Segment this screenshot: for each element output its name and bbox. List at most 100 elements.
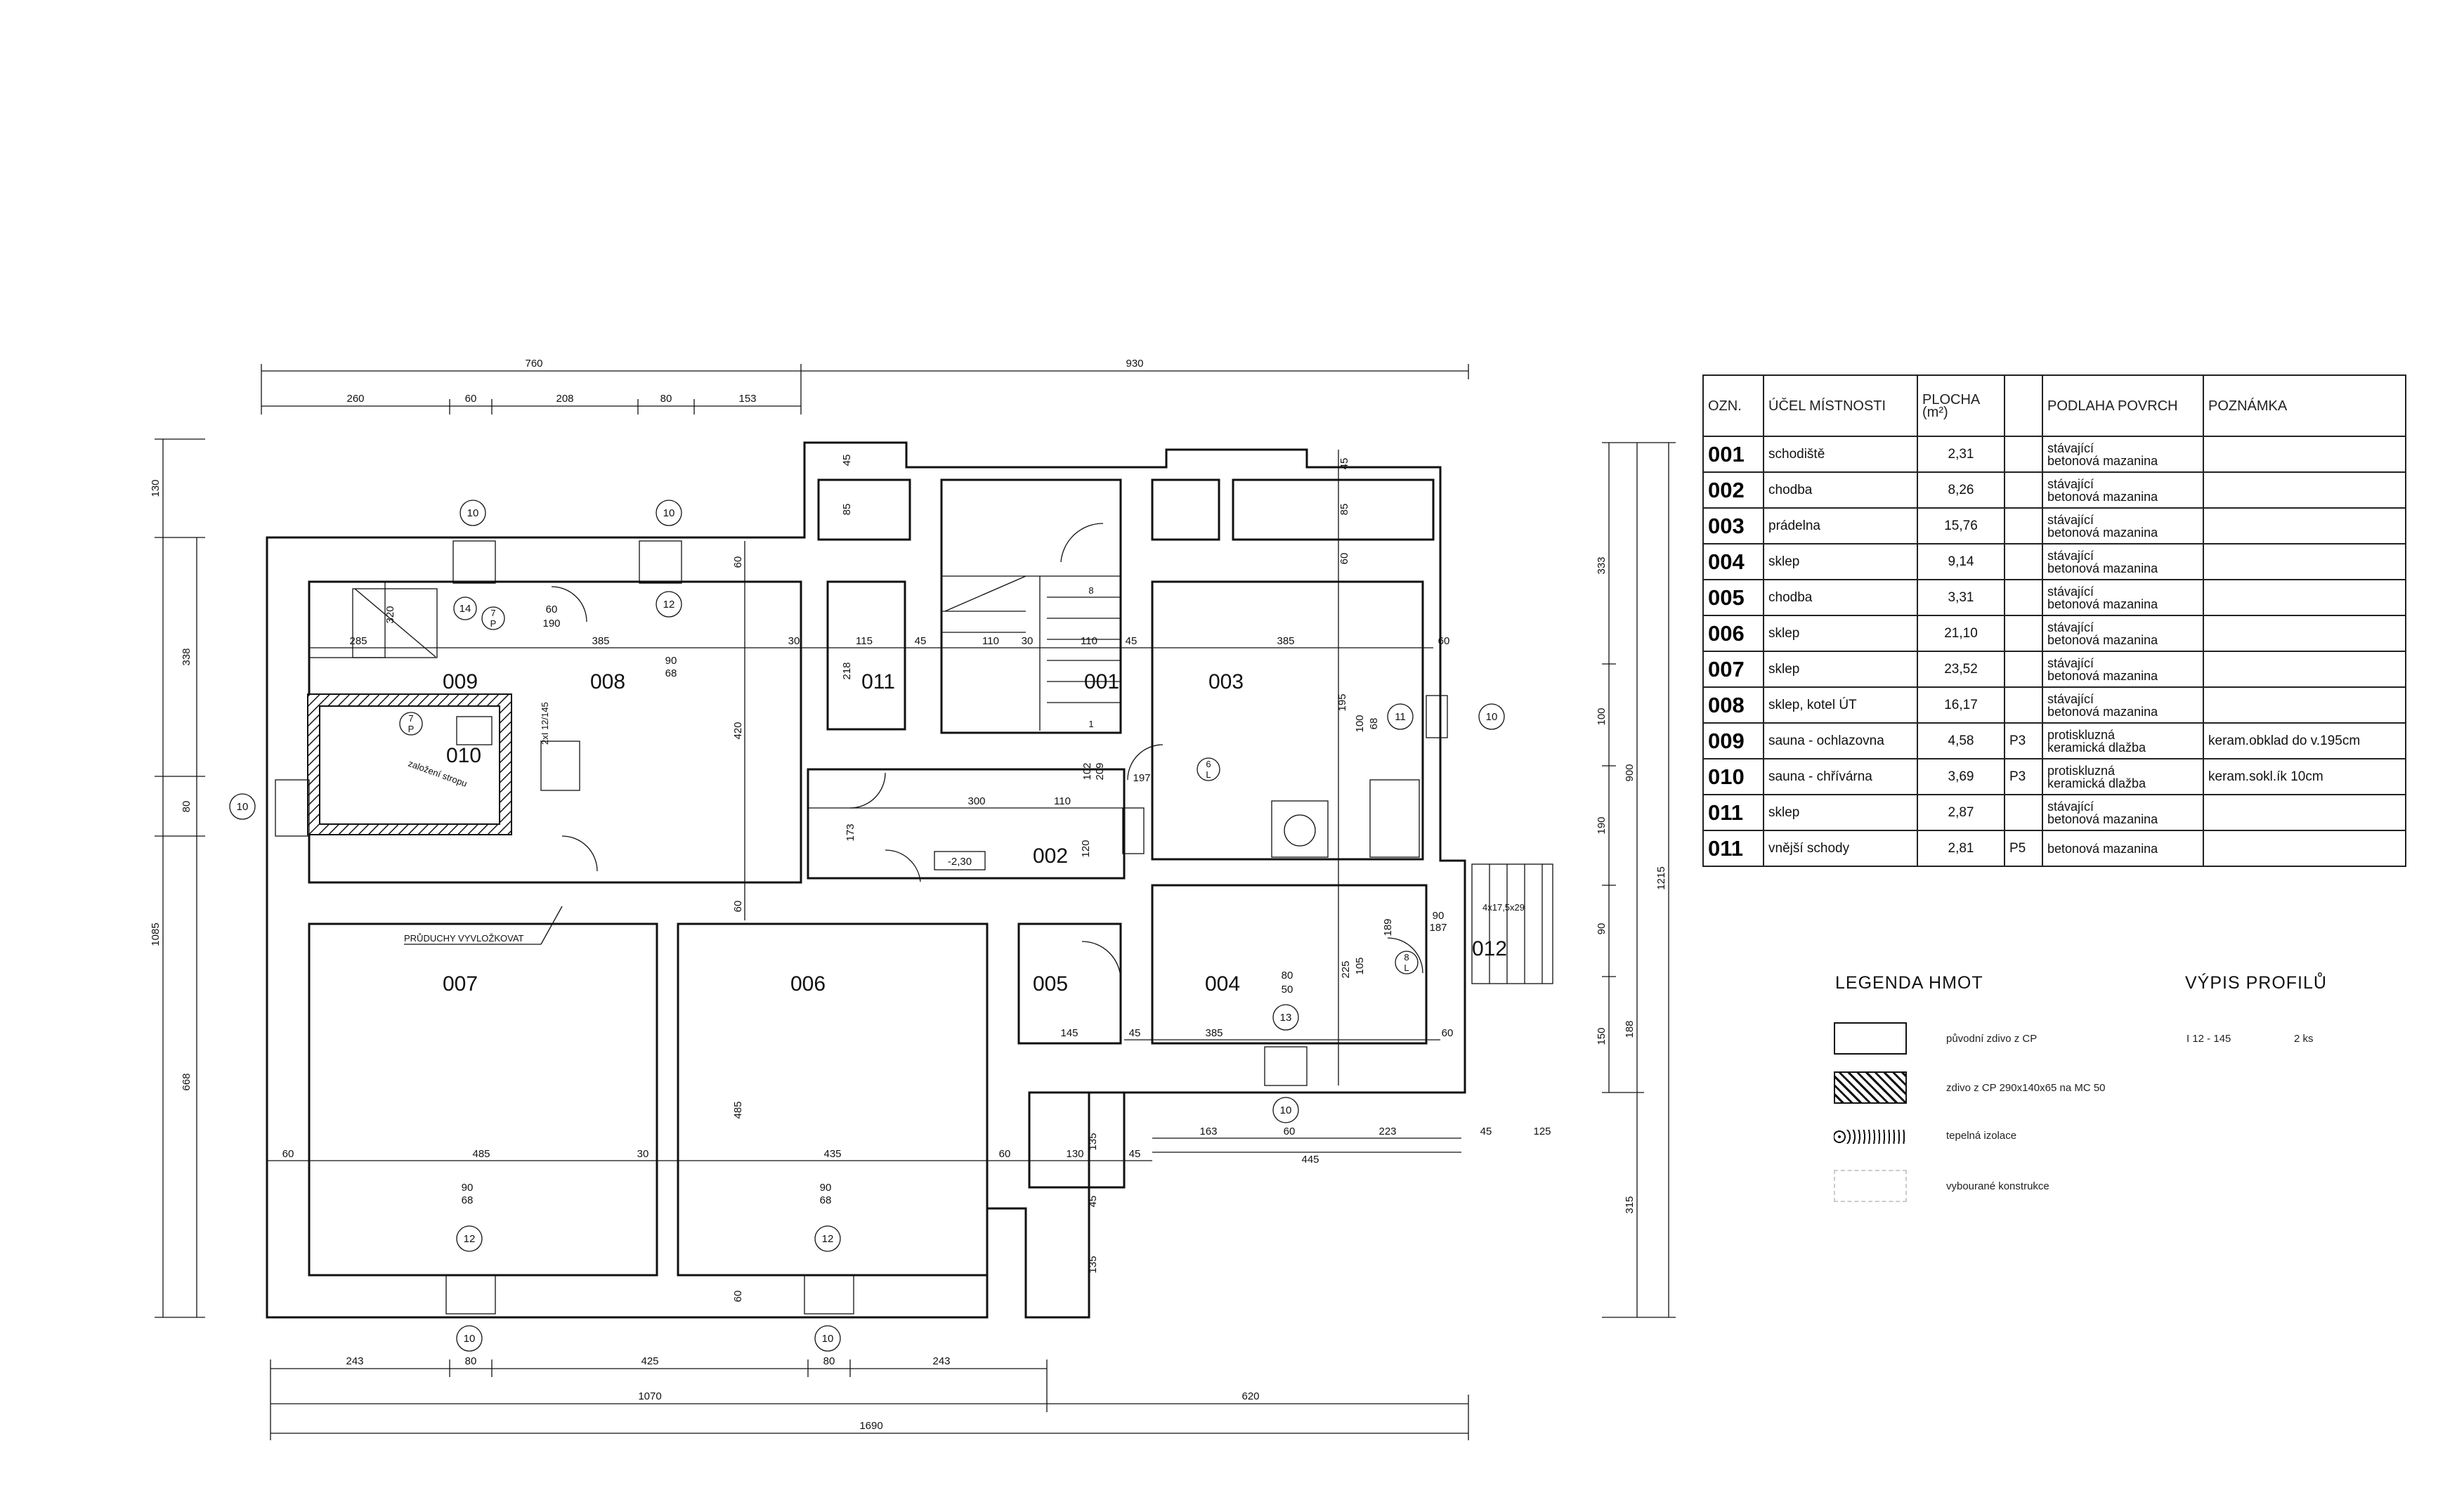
dim-90: 90	[1433, 910, 1445, 922]
dim-100: 100	[1354, 715, 1366, 732]
dim-60: 60	[465, 393, 477, 405]
dim-60: 60	[1338, 553, 1350, 565]
dim-150: 150	[1596, 1027, 1608, 1045]
room-label-010: 010	[446, 744, 481, 767]
svg-text:12: 12	[663, 599, 675, 611]
svg-text:10: 10	[822, 1333, 834, 1345]
dim-90: 90	[462, 1182, 474, 1194]
dim-385: 385	[1277, 635, 1294, 647]
dim-1085: 1085	[150, 922, 162, 946]
dim-68: 68	[665, 667, 677, 679]
legend-swatch-insulation	[1834, 1130, 1907, 1144]
svg-text:12: 12	[822, 1233, 834, 1245]
dim-60: 60	[999, 1148, 1011, 1160]
dim-130: 130	[1066, 1148, 1083, 1160]
dim-760: 760	[525, 358, 542, 370]
dim-30: 30	[1022, 635, 1034, 647]
annotations: PRŮDUCHY VYVLOŽKOVAT založení stropu 2xI…	[404, 702, 1525, 945]
dim-243: 243	[932, 1355, 950, 1367]
dim-45: 45	[1129, 1148, 1141, 1160]
window-marker-12: 12	[456, 1225, 483, 1252]
dim-195: 195	[1336, 693, 1348, 711]
walls	[266, 441, 1553, 1319]
svg-text:10: 10	[663, 507, 675, 519]
stair-001	[941, 575, 1121, 731]
dim-668: 668	[181, 1073, 193, 1090]
legend-swatch-new-masonry	[1834, 1071, 1907, 1104]
window-marker-12: 12	[656, 591, 682, 618]
dim-60: 60	[282, 1148, 294, 1160]
dim-218: 218	[841, 662, 853, 679]
svg-text:10: 10	[464, 1333, 476, 1345]
door-marker-8L: 8L	[1395, 951, 1419, 974]
room-label-008: 008	[590, 670, 625, 693]
svg-text:10: 10	[237, 801, 249, 813]
dim-189: 189	[1382, 918, 1394, 936]
dim-197: 197	[1133, 772, 1150, 784]
dim-85: 85	[1338, 504, 1350, 516]
legend-label-new-masonry: zdivo z CP 290x140x65 na MC 50	[1946, 1082, 2106, 1094]
svg-text:L: L	[1404, 963, 1409, 973]
dim-30: 30	[637, 1148, 649, 1160]
window-marker-12: 12	[814, 1225, 841, 1252]
dim-445: 445	[1301, 1154, 1319, 1166]
dim-153: 153	[738, 393, 756, 405]
dim-60: 60	[732, 556, 744, 568]
window-marker-10: 10	[1272, 1097, 1299, 1123]
dim-209: 209	[1094, 762, 1106, 780]
legend-title: LEGENDA HMOT	[1835, 973, 1983, 993]
room-label-005: 005	[1033, 972, 1068, 996]
dim-60: 60	[732, 1291, 744, 1303]
dim-90: 90	[820, 1182, 832, 1194]
dim-50: 50	[1282, 984, 1293, 996]
table-header-row: OZN. ÚČEL MÍSTNOSTI PLOCHA (m²) PODLAHA …	[1702, 374, 2406, 437]
svg-text:7: 7	[408, 713, 413, 724]
dim-130: 130	[150, 479, 162, 497]
dim-45: 45	[841, 455, 853, 467]
window-marker-14: 14	[453, 596, 477, 620]
dim-60: 60	[1284, 1126, 1296, 1137]
legend-label-original: původní zdivo z CP	[1946, 1033, 2038, 1045]
dim-285: 285	[349, 635, 367, 647]
dim-1215: 1215	[1655, 866, 1667, 889]
dim-260: 260	[346, 393, 364, 405]
legend-swatch-demolished	[1834, 1170, 1907, 1202]
dim-90: 90	[665, 655, 677, 667]
callout-markers: 10 10 12 10 14 7P 7P 6L 8L 11 10 13 10 1…	[229, 500, 1505, 1352]
svg-text:6: 6	[1206, 759, 1211, 769]
room-schedule-table: OZN. ÚČEL MÍSTNOSTI PLOCHA (m²) PODLAHA …	[1702, 374, 2406, 867]
profiles-item: I 12 - 145	[2186, 1033, 2231, 1045]
dim-90: 90	[1596, 923, 1608, 935]
dim-100: 100	[1596, 707, 1608, 725]
dim-60: 60	[1442, 1027, 1454, 1039]
svg-text:P: P	[490, 618, 497, 629]
dim-80: 80	[823, 1355, 835, 1367]
room-label-007: 007	[443, 972, 478, 996]
dim-135: 135	[1087, 1133, 1099, 1150]
svg-text:10: 10	[1280, 1104, 1292, 1116]
dim-315: 315	[1624, 1196, 1636, 1213]
dim-620: 620	[1241, 1390, 1259, 1402]
dim-900: 900	[1624, 764, 1636, 781]
dim-930: 930	[1126, 358, 1143, 370]
dim-115: 115	[856, 635, 873, 647]
window-marker-10: 10	[814, 1325, 841, 1352]
dim-338: 338	[181, 648, 193, 665]
dim-110: 110	[1054, 795, 1071, 807]
dim-125: 125	[1533, 1126, 1551, 1137]
room-label-011: 011	[861, 670, 895, 693]
dim-208: 208	[556, 393, 573, 405]
dim-45: 45	[1129, 1027, 1141, 1039]
col-header-area: PLOCHA (m²)	[1917, 374, 2005, 437]
window-marker-10: 10	[456, 1325, 483, 1352]
room-label-006: 006	[790, 972, 826, 996]
dim-385: 385	[592, 635, 609, 647]
dim-420: 420	[732, 722, 744, 739]
svg-text:14: 14	[459, 603, 471, 615]
